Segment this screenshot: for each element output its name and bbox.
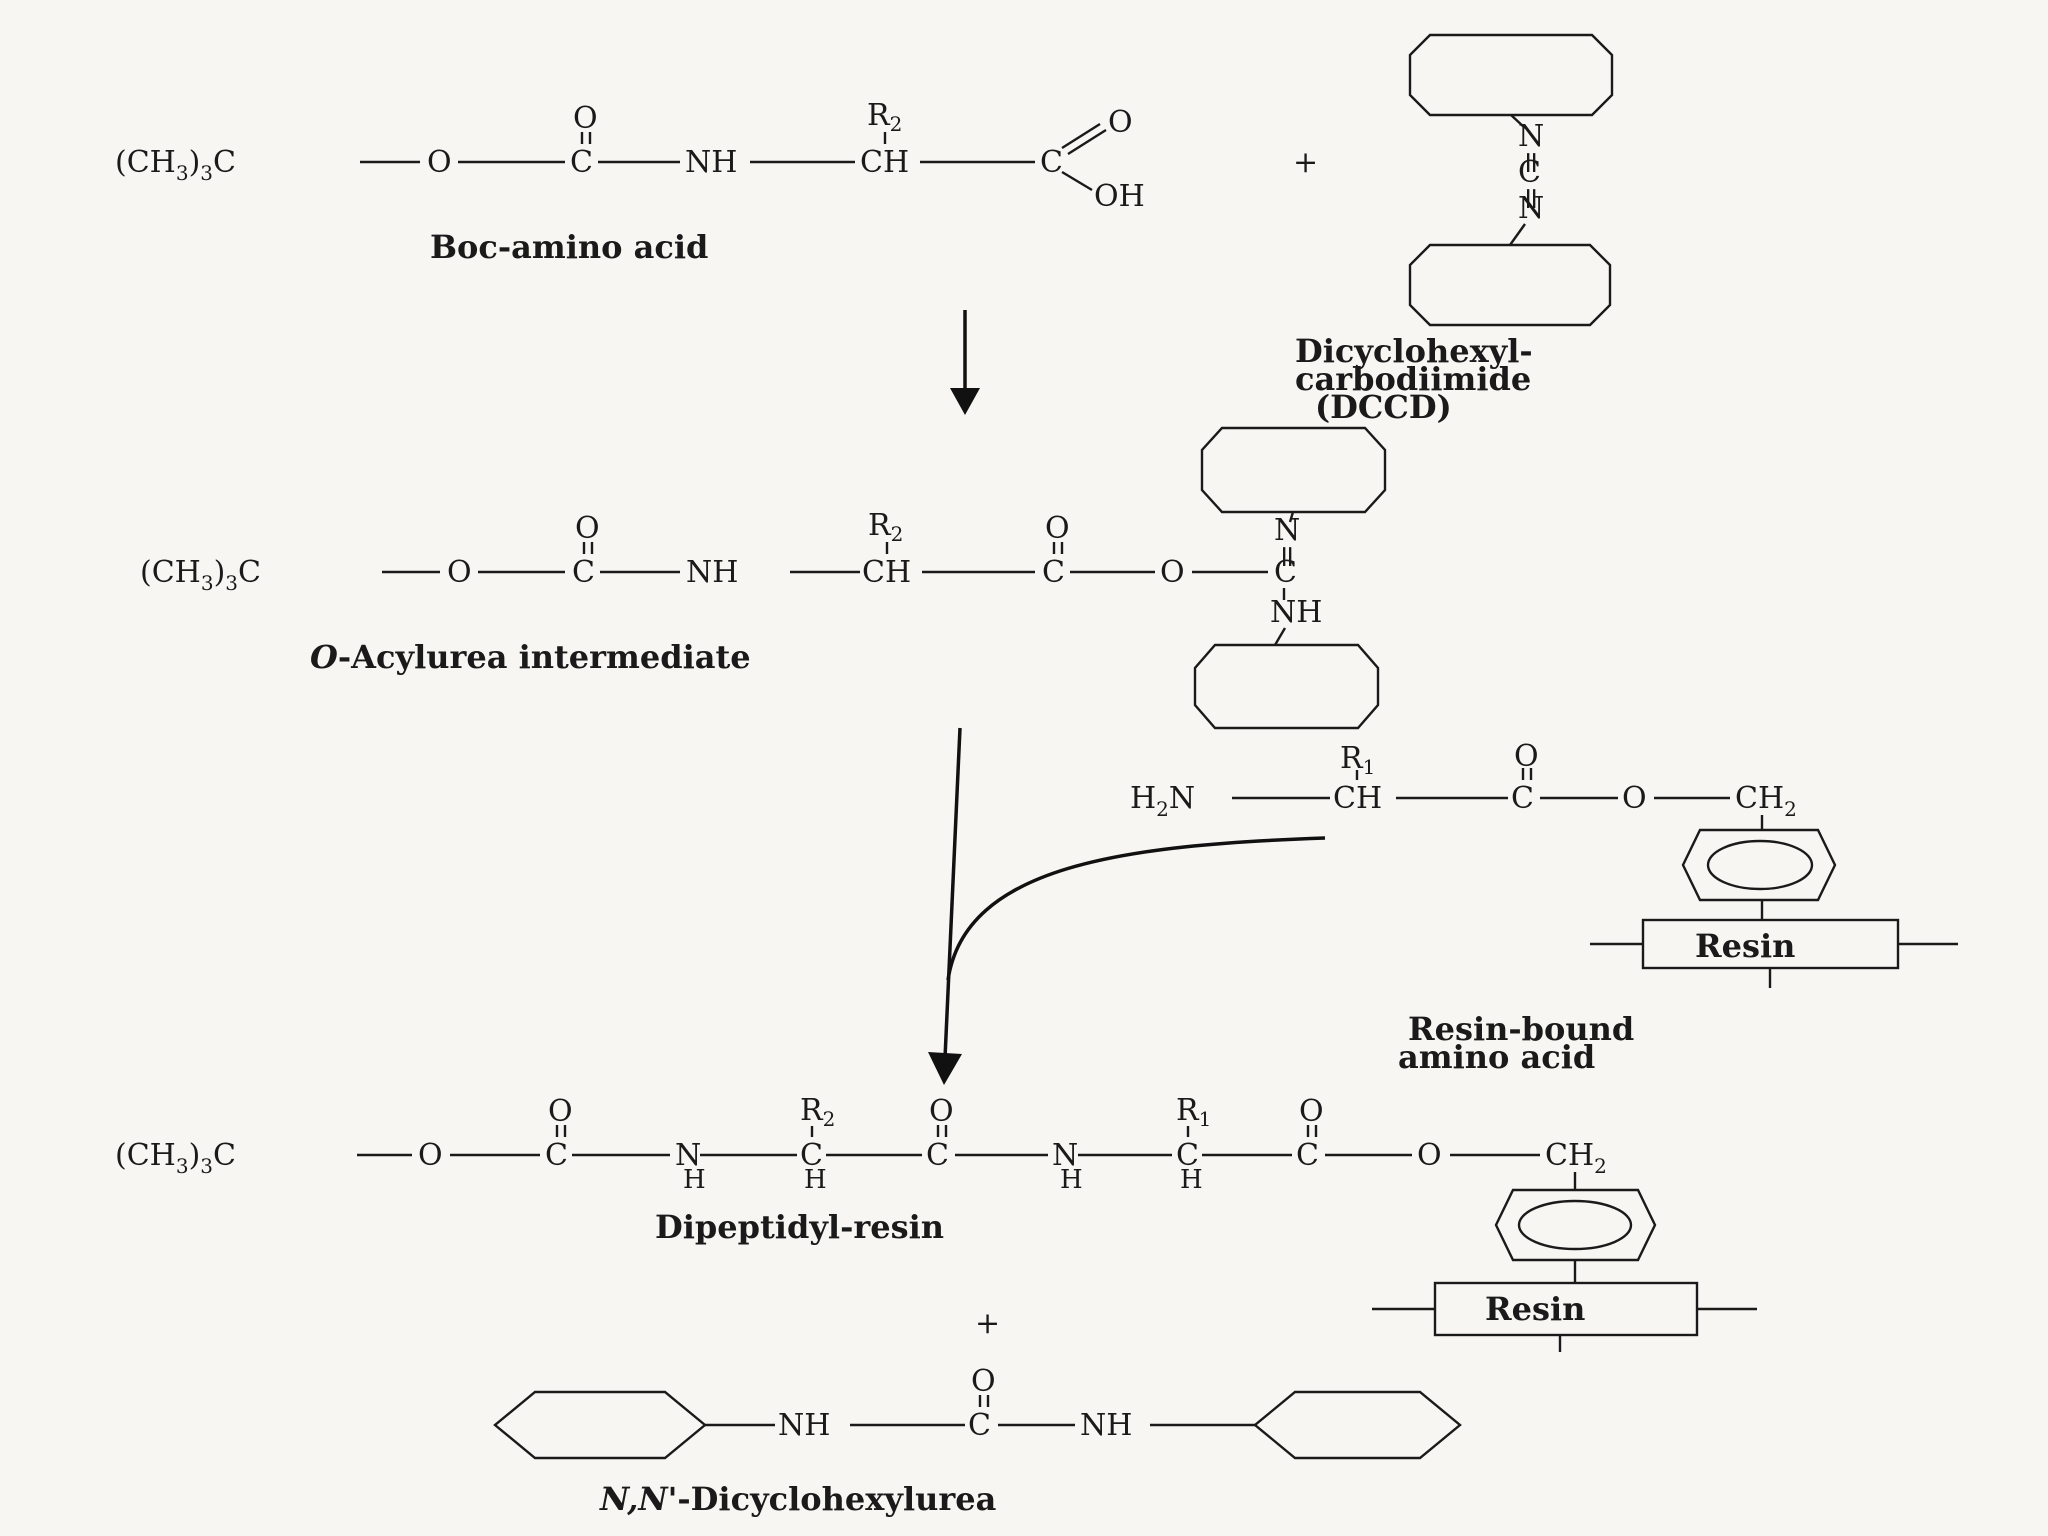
- plus-sign-bottom: +: [975, 1306, 1000, 1341]
- alpha-carbon: CH: [860, 145, 909, 180]
- isourea-nitrogen: N: [1274, 513, 1300, 548]
- alpha-carbon-2: CH: [862, 555, 911, 590]
- cyclohexyl-ring-upper: [1200, 426, 1387, 514]
- resin-label-2: Resin: [1485, 1290, 1585, 1328]
- dicyclohexylurea-structure: NH C O NH N,N'-Dicyclohexylurea: [493, 1364, 1462, 1518]
- resin-ester-carbonyl-oxygen: O: [1299, 1094, 1324, 1129]
- benzene-ring-1: [1681, 828, 1837, 902]
- dccd-nitrogen-2: N: [1518, 191, 1544, 226]
- acid-carbon: C: [1040, 145, 1063, 180]
- boc-amino-acid-structure: (CH3)3C O C O NH CH R2 C O OH Boc-amino …: [115, 98, 1145, 266]
- isourea-nh: NH: [1270, 595, 1322, 630]
- dccd-carbon: C: [1518, 155, 1541, 190]
- ester-oxygen-3: O: [418, 1138, 443, 1173]
- acid-oxygen: O: [1108, 105, 1133, 140]
- alpha-h-r1: H: [1180, 1165, 1203, 1195]
- dipeptidyl-resin-label: Dipeptidyl-resin: [655, 1208, 944, 1246]
- benzyl-ch2: CH2: [1735, 781, 1797, 821]
- cyclohexyl-ring-left: [493, 1390, 707, 1460]
- benzyl-ch2-2: CH2: [1545, 1138, 1607, 1178]
- ester-oxygen-2: O: [447, 555, 472, 590]
- side-chain-r2-3: R2: [800, 1093, 835, 1131]
- resin-alpha-carbon: CH: [1333, 781, 1382, 816]
- cyclohexyl-ring-right: [1253, 1390, 1462, 1460]
- hydroxyl-oh: OH: [1094, 179, 1145, 214]
- carbonyl-carbon: C: [570, 145, 593, 180]
- dicyclohexylurea-label: N,N'-Dicyclohexylurea: [599, 1480, 996, 1518]
- acyl-carbon: C: [1042, 555, 1065, 590]
- resin-bound-label-line2: amino acid: [1398, 1038, 1595, 1076]
- dccd-nitrogen-1: N: [1518, 119, 1544, 154]
- urea-oxygen: O: [971, 1364, 996, 1399]
- resin-label-1: Resin: [1695, 927, 1795, 965]
- peptide-carbonyl-carbon: C: [926, 1138, 949, 1173]
- isourea-double-bond: =: [1270, 544, 1305, 569]
- dccd-label-line2: carbodiimide: [1295, 360, 1531, 398]
- reaction-arrow-2: [928, 727, 1326, 1085]
- boc-carbonyl-carbon: C: [545, 1138, 568, 1173]
- tbu-group-2: (CH3)3C: [140, 555, 261, 595]
- amide-n-1: N: [675, 1138, 701, 1173]
- dccd-label-line3: (DCCD): [1315, 388, 1452, 426]
- dccd-double-bond-2: =: [1514, 186, 1549, 211]
- plus-sign-top: +: [1293, 145, 1318, 180]
- alpha-h-r2: H: [804, 1165, 827, 1195]
- resin-ester-oxygen: O: [1622, 781, 1647, 816]
- resin-ester-carbon: C: [1296, 1138, 1319, 1173]
- alpha-carbon-r1: C: [1176, 1138, 1199, 1173]
- amide-h-1: H: [683, 1165, 706, 1195]
- amide-n-2: N: [1052, 1138, 1078, 1173]
- carbonyl-oxygen-2: O: [575, 511, 600, 546]
- amine-h2n: H2N: [1130, 781, 1195, 821]
- urea-nh-right: NH: [1080, 1408, 1132, 1443]
- urea-carbon: C: [968, 1408, 991, 1443]
- side-chain-r1-2: R1: [1176, 1093, 1211, 1131]
- reaction-arrow-1: [950, 310, 980, 415]
- amide-h-2: H: [1060, 1165, 1083, 1195]
- boc-amino-acid-label: Boc-amino acid: [430, 228, 708, 266]
- dccd-double-bond-1: =: [1514, 150, 1549, 175]
- urea-nh-left: NH: [778, 1408, 830, 1443]
- isourea-carbon: C: [1274, 555, 1297, 590]
- carbonyl-oxygen: O: [573, 101, 598, 136]
- resin-ester-oxygen-2: O: [1417, 1138, 1442, 1173]
- cyclohexyl-ring-lower: [1193, 643, 1380, 730]
- ester-oxygen: O: [427, 145, 452, 180]
- peptide-carbonyl-oxygen: O: [929, 1094, 954, 1129]
- tbu-group: (CH3)3C: [115, 145, 236, 185]
- alpha-carbon-r2: C: [800, 1138, 823, 1173]
- o-acylurea-structure: (CH3)3C O C O NH CH R2 C O O N = C NH O-…: [140, 426, 1387, 730]
- tbu-group-3: (CH3)3C: [115, 1138, 236, 1178]
- dccd-label-line1: Dicyclohexyl-: [1295, 332, 1533, 370]
- cyclohexyl-ring-top: [1408, 33, 1614, 117]
- amide-nh-2: NH: [686, 555, 738, 590]
- benzene-ring-2: [1494, 1188, 1657, 1262]
- boc-carbonyl-oxygen: O: [548, 1094, 573, 1129]
- acyl-oxygen: O: [1045, 511, 1070, 546]
- resin-carbonyl-oxygen: O: [1514, 739, 1539, 774]
- dipeptidyl-resin-structure: (CH3)3C O C O N H C H R2 C O N H C H R1 …: [115, 1093, 1757, 1352]
- o-acylurea-label: O-Acylurea intermediate: [310, 638, 751, 676]
- carbonyl-carbon-2: C: [572, 555, 595, 590]
- dccd-structure: N = C = N Dicyclohexyl- carbodiimide (DC…: [1295, 33, 1614, 426]
- cyclohexyl-ring-bottom: [1408, 243, 1612, 327]
- side-chain-r2-2: R2: [868, 508, 903, 546]
- resin-carbonyl-carbon: C: [1511, 781, 1534, 816]
- side-chain-r2: R2: [867, 98, 902, 136]
- side-chain-r1: R1: [1340, 741, 1375, 779]
- resin-bound-amino-acid-structure: H2N CH R1 C O O CH2 Resin Resin-bound am…: [1130, 739, 1958, 1076]
- linking-oxygen: O: [1160, 555, 1185, 590]
- resin-bound-label-line1: Resin-bound: [1408, 1010, 1634, 1048]
- amide-nh: NH: [685, 145, 737, 180]
